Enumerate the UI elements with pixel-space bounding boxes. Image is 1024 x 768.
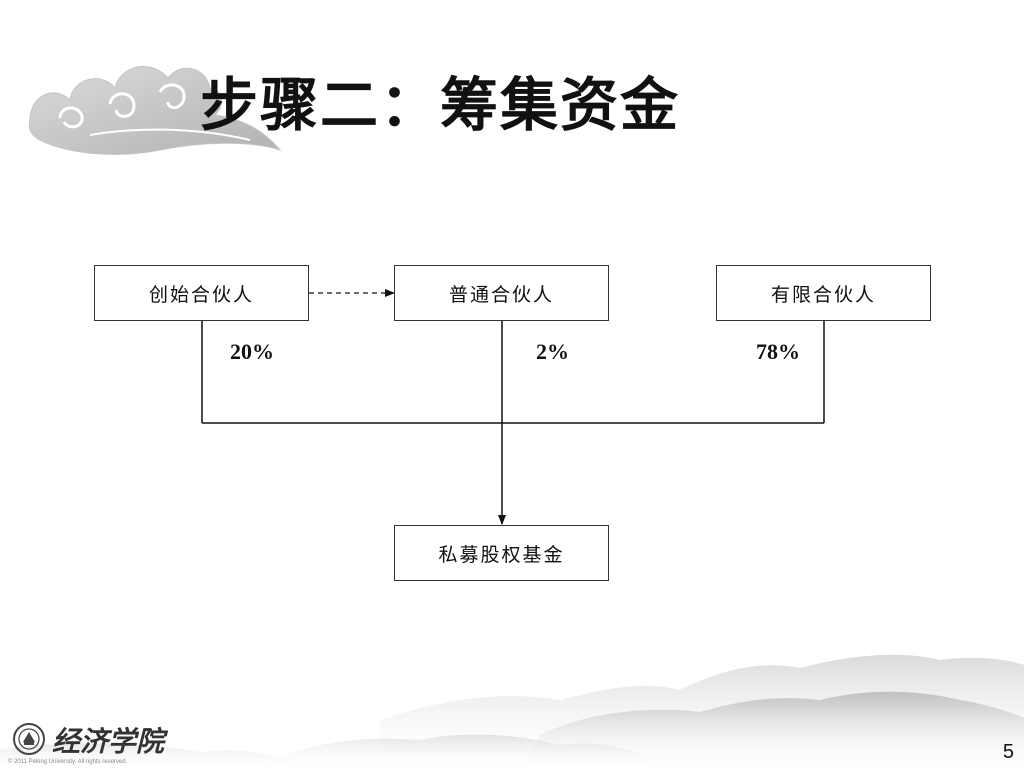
node-general-partner: 普通合伙人	[394, 265, 609, 321]
node-limited-partner-label: 有限合伙人	[770, 283, 876, 306]
share-founding-partner: 20%	[230, 339, 274, 364]
node-founding-partner-label: 创始合伙人	[148, 283, 254, 306]
mountain-landscape	[0, 654, 1024, 768]
node-pe-fund: 私募股权基金	[394, 525, 609, 581]
node-pe-fund-label: 私募股权基金	[438, 543, 565, 566]
cloud-ornament-icon	[28, 66, 282, 155]
share-general-partner: 2%	[536, 339, 569, 364]
slide-title: 步骤二：筹集资金	[200, 71, 681, 139]
footer-logo-text: 经济学院	[52, 725, 165, 758]
node-limited-partner: 有限合伙人	[716, 265, 931, 321]
footer-copyright: © 2011 Peking University. All rights res…	[8, 759, 128, 765]
node-founding-partner: 创始合伙人	[94, 265, 309, 321]
share-limited-partner: 78%	[756, 339, 800, 364]
page-number: 5	[1002, 741, 1014, 763]
university-seal-icon	[13, 723, 45, 755]
node-general-partner-label: 普通合伙人	[448, 283, 554, 306]
